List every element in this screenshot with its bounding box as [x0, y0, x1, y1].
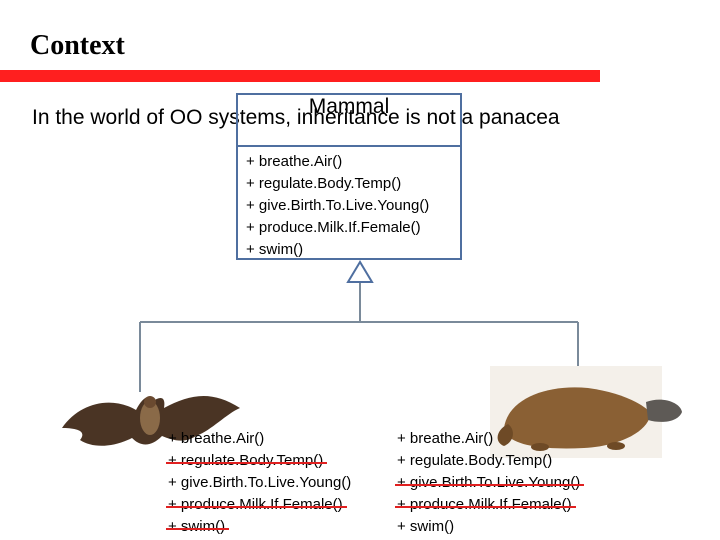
- method-text: + regulate.Body.Temp(): [168, 452, 324, 469]
- inheritance-connector: [139, 281, 579, 392]
- title-underline-bar: [0, 70, 600, 82]
- method-item: + produce.Milk.If.Female(): [397, 494, 580, 516]
- method-text: + regulate.Body.Temp(): [397, 452, 553, 469]
- method-item: + give.Birth.To.Live.Young(): [397, 472, 580, 494]
- method-item: + regulate.Body.Temp(): [397, 450, 580, 472]
- method-item: + give.Birth.To.Live.Young(): [168, 472, 351, 494]
- method-text: + breathe.Air(): [168, 430, 265, 447]
- class-divider: [238, 145, 460, 147]
- method-text: + breathe.Air(): [397, 430, 494, 447]
- method-text: + swim(): [397, 518, 455, 535]
- inheritance-arrow: [346, 260, 374, 283]
- method-item: + breathe.Air(): [397, 428, 580, 450]
- method-item: + swim(): [168, 516, 351, 538]
- method-text: + swim(): [168, 518, 226, 535]
- slide-title: Context: [30, 30, 125, 61]
- method-text: + produce.Milk.If.Female(): [168, 496, 343, 513]
- method-text: + give.Birth.To.Live.Young(): [168, 474, 352, 491]
- method-item: + produce.Milk.If.Female(): [168, 494, 351, 516]
- method-item: + regulate.Body.Temp(): [246, 175, 402, 192]
- mammal-method-list: + breathe.Air() + regulate.Body.Temp() +…: [246, 151, 429, 261]
- slide-subtitle: In the world of OO systems, inheritance …: [32, 106, 560, 129]
- method-text: + produce.Milk.If.Female(): [397, 496, 572, 513]
- method-item: + swim(): [246, 241, 304, 258]
- method-item: + swim(): [397, 516, 580, 538]
- method-text: + give.Birth.To.Live.Young(): [397, 474, 581, 491]
- platypus-image: [490, 366, 682, 458]
- bat-method-list: + breathe.Air() + regulate.Body.Temp() +…: [168, 428, 351, 538]
- mammal-class-name: Mammal: [308, 95, 390, 118]
- method-item: + give.Birth.To.Live.Young(): [246, 197, 430, 214]
- platypus-method-list: + breathe.Air() + regulate.Body.Temp() +…: [397, 428, 580, 538]
- method-item: + regulate.Body.Temp(): [168, 450, 351, 472]
- method-item: + breathe.Air(): [246, 153, 343, 170]
- bat-image: [62, 395, 240, 446]
- method-item: + produce.Milk.If.Female(): [246, 219, 421, 236]
- mammal-class-box: Mammal + breathe.Air() + regulate.Body.T…: [236, 93, 462, 260]
- method-item: + breathe.Air(): [168, 428, 351, 450]
